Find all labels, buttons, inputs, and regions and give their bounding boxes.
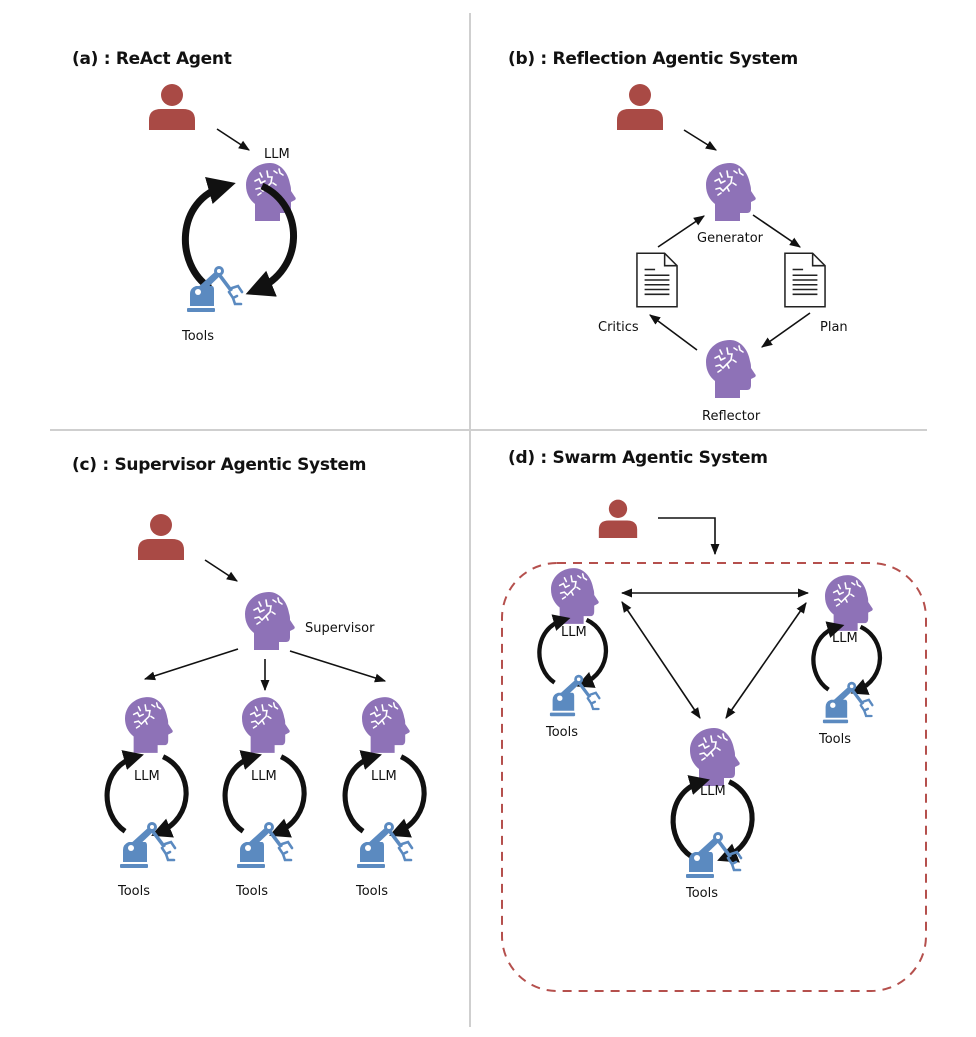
critics-label: Critics: [598, 320, 639, 335]
panel-d-title: (d) : Swarm Agentic System: [508, 448, 768, 468]
panel-swarm-system: (d) : Swarm Agentic System LLM Tools LLM…: [501, 448, 927, 992]
user-to-llm-arrow: [216, 128, 250, 151]
llm-label: LLM: [371, 769, 397, 784]
critics-to-generator-arrow: [657, 215, 705, 248]
user-to-swarm-arrow: [658, 517, 720, 556]
llm-brain-icon: [825, 575, 873, 631]
agent-2-agent-3-link: [725, 602, 807, 719]
panel-reflection-system: (b) : Reflection Agentic System Generato…: [508, 49, 848, 424]
swarm-agent-3: LLM Tools: [673, 728, 752, 901]
plan-document-icon: [784, 252, 826, 308]
reflector-to-critics-arrow: [649, 314, 698, 351]
tools-label: Tools: [545, 725, 578, 740]
llm-brain-icon: [125, 697, 173, 753]
user-icon: [149, 84, 195, 130]
llm-label: LLM: [700, 784, 726, 799]
worker-1: LLM Tools: [107, 697, 186, 899]
llm-brain-icon: [551, 568, 599, 624]
swarm-agent-2: LLM Tools: [813, 575, 880, 747]
user-icon: [138, 514, 184, 560]
llm-brain-icon: [690, 728, 740, 786]
plan-label: Plan: [820, 320, 848, 335]
reflector-label: Reflector: [702, 409, 761, 424]
supervisor-to-worker-3-arrow: [289, 650, 387, 683]
tools-label: Tools: [685, 886, 718, 901]
tools-label: Tools: [117, 884, 150, 899]
generator-to-plan-arrow: [752, 214, 801, 248]
llm-brain-icon: [362, 697, 410, 753]
tools-label: Tools: [818, 732, 851, 747]
critics-document-icon: [636, 252, 678, 308]
swarm-agent-1: LLM Tools: [539, 568, 606, 740]
plan-to-reflector-arrow: [761, 312, 811, 348]
llm-label: LLM: [134, 769, 160, 784]
tools-label: Tools: [181, 329, 214, 344]
tools-label: Tools: [235, 884, 268, 899]
user-to-supervisor-arrow: [204, 559, 238, 582]
supervisor-brain-icon: [245, 592, 295, 650]
panel-supervisor-system: (c) : Supervisor Agentic System Supervis…: [72, 455, 424, 899]
llm-brain-icon: [242, 697, 290, 753]
panel-a-title: (a) : ReAct Agent: [72, 49, 232, 69]
generator-brain-icon: [706, 163, 756, 221]
panel-c-title: (c) : Supervisor Agentic System: [72, 455, 366, 475]
llm-label: LLM: [264, 147, 290, 162]
user-icon: [598, 499, 638, 538]
generator-label: Generator: [697, 231, 764, 246]
worker-3: LLM Tools: [345, 697, 424, 899]
supervisor-to-worker-1-arrow: [143, 648, 239, 681]
tools-label: Tools: [355, 884, 388, 899]
panel-react-agent: (a) : ReAct Agent LLM Tools: [72, 49, 296, 344]
swarm-boundary: [501, 562, 927, 992]
worker-2: LLM Tools: [225, 697, 304, 899]
llm-label: LLM: [561, 625, 587, 640]
llm-label: LLM: [251, 769, 277, 784]
user-to-generator-arrow: [683, 129, 717, 151]
llm-label: LLM: [832, 631, 858, 646]
reflector-brain-icon: [706, 340, 756, 398]
user-icon: [617, 84, 663, 130]
agent-1-agent-3-link: [621, 601, 701, 719]
panel-b-title: (b) : Reflection Agentic System: [508, 49, 798, 69]
supervisor-label: Supervisor: [305, 621, 375, 636]
